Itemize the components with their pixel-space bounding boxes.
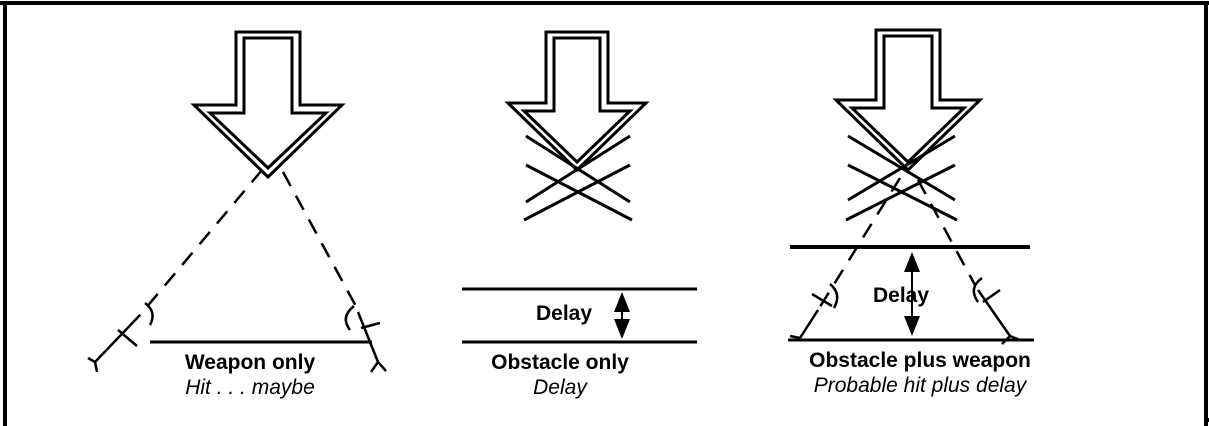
caption-obstacle-only: Obstacle only Delay bbox=[440, 350, 680, 400]
caption-title: Obstacle plus weapon bbox=[809, 349, 1031, 372]
caption-subtitle: Delay bbox=[533, 376, 587, 400]
obstacle-cross-icon bbox=[845, 134, 958, 222]
attack-arrow bbox=[504, 30, 650, 173]
delay-label: Delay bbox=[536, 302, 593, 325]
attack-arrow bbox=[190, 30, 346, 180]
caption-title: Weapon only bbox=[184, 351, 316, 374]
panel-weapon-only bbox=[87, 30, 387, 373]
caption-subtitle: Hit . . . maybe bbox=[185, 376, 315, 400]
attack-arrow bbox=[832, 28, 984, 173]
weapon-right-icon bbox=[972, 276, 1021, 345]
fire-lines bbox=[139, 169, 360, 316]
panel-obstacle-only bbox=[462, 30, 697, 344]
caption-obstacle-plus-weapon: Obstacle plus weapon Probable hit plus d… bbox=[770, 348, 1070, 398]
panel-obstacle-plus-weapon bbox=[788, 28, 1034, 345]
weapon-left-icon bbox=[789, 283, 839, 340]
caption-subtitle: Probable hit plus delay bbox=[813, 374, 1027, 398]
fire-lines bbox=[816, 177, 977, 311]
weapon-right-icon bbox=[344, 305, 387, 373]
obstacle-cross-icon bbox=[523, 134, 633, 222]
weapon-left-icon bbox=[87, 302, 154, 373]
caption-weapon-only: Weapon only Hit . . . maybe bbox=[130, 350, 370, 400]
caption-title: Obstacle only bbox=[491, 351, 629, 374]
delay-label: Delay bbox=[873, 284, 930, 307]
